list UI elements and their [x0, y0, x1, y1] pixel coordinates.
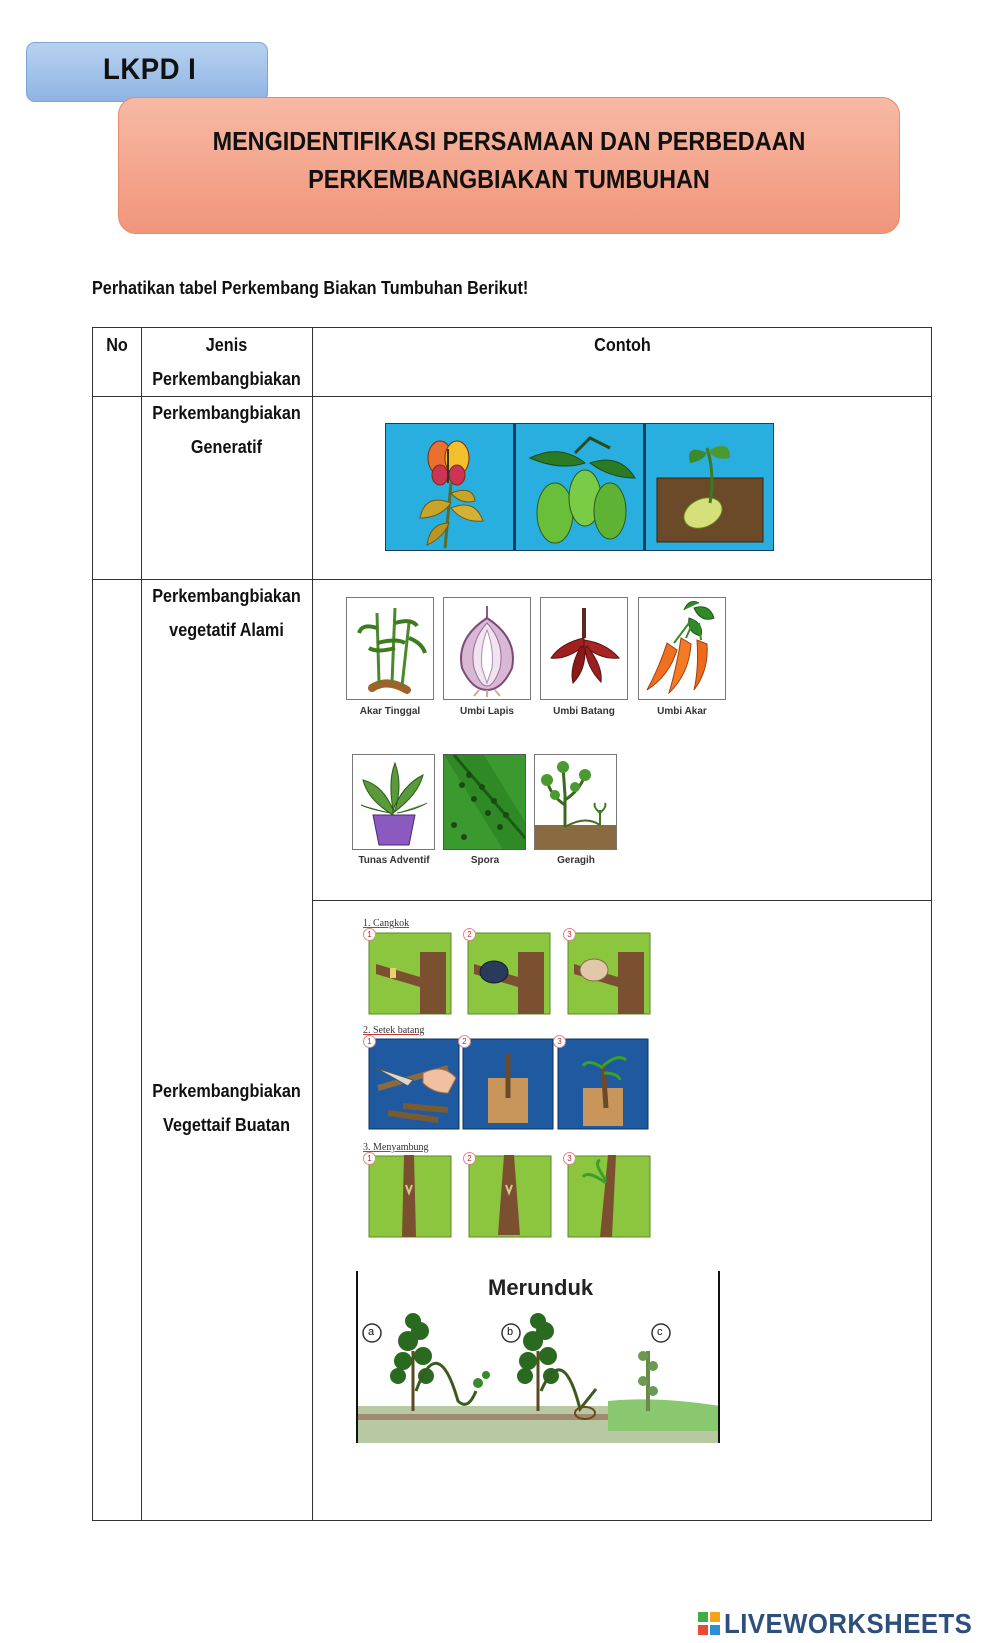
runner-plant-icon — [535, 761, 616, 849]
ginger-icon — [357, 607, 427, 694]
column-divider-2 — [312, 328, 313, 1520]
merunduk-label-c: c — [657, 1326, 663, 1338]
header-jenis-line2: Perkembangbiakan — [152, 369, 301, 389]
title-banner: MENGIDENTIFIKASI PERSAMAAN DAN PERBEDAAN… — [118, 97, 900, 234]
cangkok-steps — [368, 932, 651, 1015]
section-number-2: 2. — [363, 1025, 371, 1036]
row-generatif-line2: Generatif — [190, 437, 263, 457]
seedling-soil-icon — [656, 445, 764, 543]
mango-fruit-icon — [528, 436, 636, 544]
row-buatan-line1: Perkembangbiakan — [152, 1081, 301, 1101]
row-alami-line2: vegetatif Alami — [169, 620, 284, 640]
merunduk-illustration: Merunduk a b c — [356, 1271, 720, 1443]
row-buatan-label: Perkembangbiakan Vegettaif Buatan — [150, 1074, 304, 1142]
header-no: No — [106, 335, 128, 355]
step-number-cangkok-1: 1 — [363, 928, 376, 941]
label-cangkok-text: Cangkok — [373, 918, 410, 929]
step-number-menyambung-3: 3 — [563, 1152, 576, 1165]
title-line-2: PERKEMBANGBIAKAN TUMBUHAN — [308, 164, 710, 194]
caption-spora: Spora — [470, 855, 500, 866]
merunduk-label-b: b — [507, 1326, 514, 1338]
row-alami-label: Perkembangbiakan vegetatif Alami — [150, 579, 304, 647]
row-divider-header — [93, 396, 931, 397]
menyambung-steps — [368, 1155, 651, 1238]
caption-umbi-batang: Umbi Batang — [553, 706, 615, 717]
umbi-batang-thumbnail — [540, 597, 628, 700]
step-number-cangkok-2: 2 — [463, 928, 476, 941]
lkpd-badge-text: LKPD I — [103, 53, 197, 86]
label-menyambung: 3. Menyambung — [363, 1142, 429, 1153]
section-number-3: 3. — [363, 1142, 371, 1153]
lkpd-badge: LKPD I — [26, 42, 268, 102]
step-number-cangkok-3: 3 — [563, 928, 576, 941]
header-jenis-line1: Jenis — [205, 335, 248, 355]
row-alami-line1: Perkembangbiakan — [152, 586, 301, 606]
row-divider-alami — [312, 900, 931, 901]
caption-akar-tinggal: Akar Tinggal — [359, 706, 421, 717]
merunduk-title: Merunduk — [488, 1275, 594, 1300]
setek-steps — [368, 1038, 649, 1130]
label-setek-text: Setek batang — [373, 1025, 425, 1036]
generatif-illustration — [385, 423, 774, 551]
tunas-adventif-thumbnail — [352, 754, 435, 850]
title-line-1: MENGIDENTIFIKASI PERSAMAAN DAN PERBEDAAN — [212, 126, 806, 156]
umbi-akar-thumbnail — [638, 597, 726, 700]
instruction-text: Perhatikan tabel Perkembang Biakan Tumbu… — [92, 278, 529, 298]
label-setek: 2. Setek batang — [363, 1025, 424, 1036]
step-number-menyambung-2: 2 — [463, 1152, 476, 1165]
umbi-lapis-thumbnail — [443, 597, 531, 700]
row-buatan-line2: Vegettaif Buatan — [163, 1115, 290, 1135]
caption-geragih: Geragih — [557, 855, 595, 866]
row-divider-generatif — [93, 579, 931, 580]
carrot-icon — [646, 601, 715, 695]
liveworksheets-logo-icon — [698, 1612, 720, 1635]
label-cangkok: 1. Cangkok — [363, 918, 409, 929]
flower-butterfly-icon — [419, 440, 484, 549]
akar-tinggal-thumbnail — [346, 597, 434, 700]
geragih-thumbnail — [534, 754, 617, 850]
row-generatif-label: Perkembangbiakan Generatif — [150, 396, 304, 464]
spora-thumbnail — [443, 754, 526, 850]
footer-brand[interactable]: LIVEWORKSHEETS — [724, 1608, 973, 1639]
step-number-setek-3: 3 — [553, 1035, 566, 1048]
merunduk-label-a: a — [368, 1326, 375, 1338]
onion-icon — [460, 606, 514, 697]
section-number-1: 1. — [363, 918, 371, 929]
step-number-setek-2: 2 — [458, 1035, 471, 1048]
reproduction-table: No Jenis Perkembangbiakan Contoh Perkemb… — [92, 327, 932, 1521]
row-generatif-line1: Perkembangbiakan — [152, 403, 301, 423]
caption-umbi-lapis: Umbi Lapis — [460, 706, 514, 717]
label-menyambung-text: Menyambung — [373, 1142, 429, 1153]
fern-spore-icon — [444, 755, 525, 849]
caption-tunas-adventif: Tunas Adventif — [358, 855, 430, 866]
step-number-setek-1: 1 — [363, 1035, 376, 1048]
caption-umbi-akar: Umbi Akar — [657, 706, 707, 717]
potted-plant-icon — [360, 761, 428, 846]
column-divider-1 — [141, 328, 142, 1520]
header-jenis: Jenis Perkembangbiakan — [150, 328, 304, 396]
step-number-menyambung-1: 1 — [363, 1152, 376, 1165]
layering-plants-icon — [358, 1313, 718, 1443]
yam-icon — [550, 608, 621, 684]
header-contoh: Contoh — [594, 335, 651, 355]
